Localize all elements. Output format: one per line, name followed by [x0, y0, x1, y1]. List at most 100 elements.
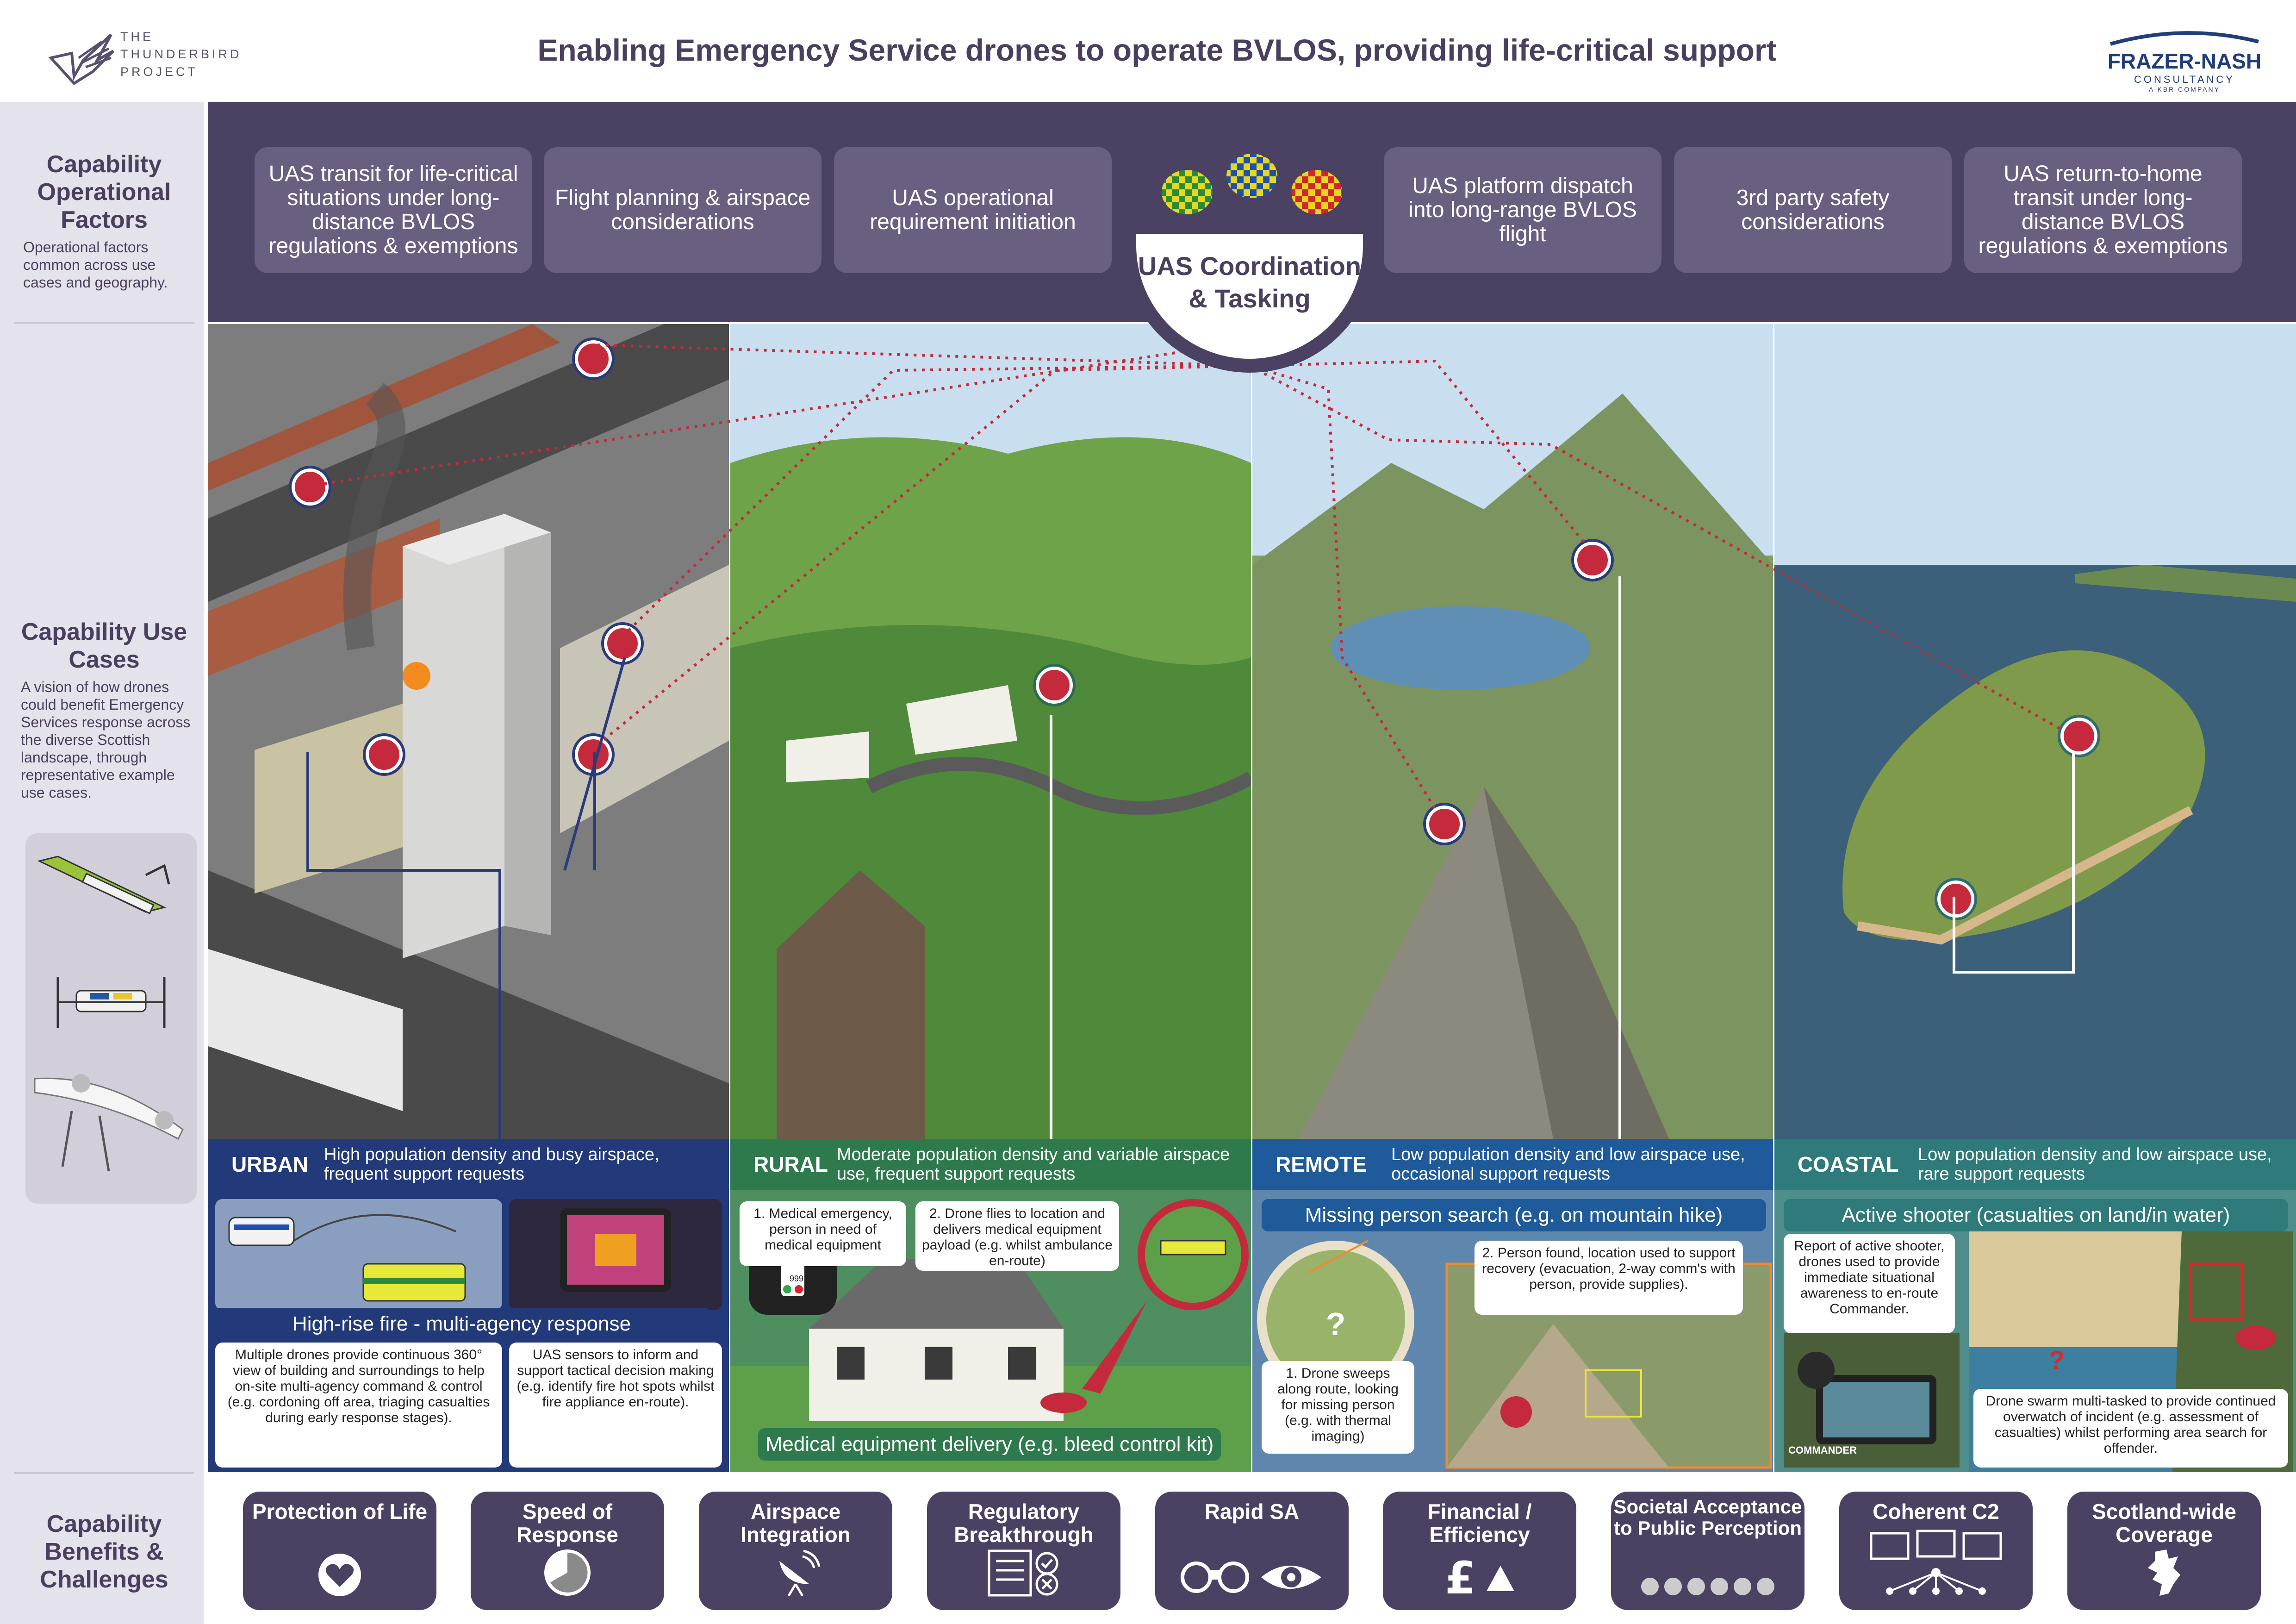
benefit-airspace-integration: Airspace Integration — [699, 1492, 892, 1610]
drone-pin-remote-2[interactable] — [1426, 806, 1463, 843]
urban-category-bar: URBAN High population density and busy a… — [208, 1139, 729, 1190]
benefit-label: Societal Acceptance to Public Perception — [1613, 1496, 1802, 1539]
benefit-financial-efficiency: Financial / Efficiency £ — [1383, 1492, 1576, 1610]
use-cases-desc: A vision of how drones could benefit Eme… — [21, 679, 191, 801]
coastal-detail-panel: Active shooter (casualties on land/in wa… — [1774, 1190, 2296, 1472]
benefit-societal-acceptance: Societal Acceptance to Public Perception — [1611, 1492, 1804, 1610]
factor-flight-planning: Flight planning & airspace consideration… — [544, 147, 821, 273]
page-title: Enabling Emergency Service drones to ope… — [537, 33, 1777, 67]
operational-factors-heading: Capability Operational Factors — [37, 151, 171, 233]
urban-thermal-tablet-image — [509, 1199, 722, 1310]
stopwatch-icon — [544, 1549, 591, 1596]
rural-callout-2: 2. Drone flies to location and delivers … — [915, 1201, 1119, 1271]
drone-pin-urban-1[interactable] — [292, 468, 329, 506]
remote-category-bar: REMOTE Low population density and low ai… — [1252, 1139, 1773, 1190]
checklist-icon — [988, 1549, 1058, 1597]
rural-scene — [730, 324, 1251, 1139]
remote-detail-panel: Missing person search (e.g. on mountain … — [1252, 1190, 1773, 1472]
rural-delivery-illustration — [730, 1199, 1251, 1472]
benefit-label: Protection of Life — [252, 1499, 428, 1524]
benefit-label: Scotland-wide Coverage — [2092, 1499, 2236, 1547]
coastal-illustration — [1774, 324, 2296, 1139]
drone-pin-urban-3[interactable] — [604, 625, 641, 662]
remote-illustration — [1252, 324, 1773, 1139]
drone-pin-coastal-2[interactable] — [1937, 881, 1974, 918]
svg-text:£: £ — [1445, 1552, 1476, 1598]
frazer-nash-sub: CONSULTANCY — [2134, 74, 2235, 85]
rural-name: RURAL — [753, 1152, 828, 1176]
rural-subtitle: Medical equipment delivery (e.g. bleed c… — [758, 1428, 1221, 1461]
benefit-label: Financial / Efficiency — [1427, 1499, 1532, 1547]
network-screens-icon — [1870, 1530, 2002, 1595]
heart-icon — [318, 1554, 361, 1596]
frazer-nash-sub2: A KBR COMPANY — [2149, 86, 2220, 93]
remote-scene — [1252, 324, 1773, 1139]
urban-vehicles-image — [215, 1199, 502, 1310]
factor-return-to-home: UAS return-to-home transit under long-di… — [1964, 147, 2242, 273]
thunderbird-logo-text: THE THUNDERBIRD PROJECT — [120, 30, 242, 79]
coastal-name: COASTAL — [1798, 1152, 1899, 1176]
benefits-heading: Capability Benefits & Challenges — [40, 1511, 168, 1593]
urban-desc: High population density and busy airspac… — [324, 1145, 660, 1184]
phone-999-text: 999 — [789, 1274, 804, 1283]
large-drone-icon — [34, 1074, 184, 1172]
drone-pin-rural[interactable] — [1036, 667, 1073, 704]
coastal-desc: Low population density and low airspace … — [1918, 1145, 2272, 1184]
frazer-nash-swoosh-icon — [2109, 31, 2259, 46]
rural-category-bar: RURAL Moderate population density and va… — [730, 1139, 1251, 1190]
urban-callout-left: Multiple drones provide continuous 360° … — [215, 1343, 502, 1468]
thermal-tablet-icon — [560, 1208, 671, 1292]
uas-hub-label: UAS Coordination & Tasking — [1138, 251, 1362, 313]
remote-desc: Low population density and low airspace … — [1391, 1145, 1745, 1184]
benefit-regulatory-breakthrough: Regulatory Breakthrough — [927, 1492, 1120, 1610]
benefit-scotland-wide-coverage: Scotland-wide Coverage — [2067, 1492, 2261, 1610]
urban-name: URBAN — [231, 1152, 309, 1176]
left-divider — [14, 1472, 194, 1474]
coastal-category-bar: COASTAL Low population density and low a… — [1774, 1139, 2296, 1190]
use-cases-heading: Capability Use Cases — [21, 618, 187, 673]
commander-label: COMMANDER — [1788, 1444, 1857, 1456]
factor-uas-transit: UAS transit for life-critical situations… — [255, 147, 532, 273]
benefit-protection-of-life: Protection of Life — [243, 1492, 436, 1610]
fixed-wing-drone-icon — [37, 856, 170, 914]
rural-desc: Moderate population density and variable… — [837, 1145, 1230, 1184]
coastal-callout-1: Report of active shooter, drones used to… — [1784, 1234, 1955, 1333]
frazer-nash-name: FRAZER-NASH — [2107, 49, 2262, 73]
quadcopter-drone-icon — [56, 977, 166, 1028]
urban-detail-panel: High-rise fire - multi-agency response M… — [208, 1190, 729, 1472]
question-mark-icon: ? — [1325, 1306, 1346, 1342]
coastal-callout-2: Drone swarm multi-tasked to provide cont… — [1973, 1389, 2288, 1468]
drone-types-panel — [25, 833, 197, 1204]
question-mark-icon: ? — [2048, 1345, 2065, 1374]
factor-platform-dispatch: UAS platform dispatch into long-range BV… — [1384, 147, 1661, 273]
scotland-map-icon — [2148, 1549, 2180, 1596]
urban-scene — [208, 324, 729, 1139]
benefit-coherent-c2: Coherent C2 — [1839, 1492, 2033, 1610]
benefit-label: Coherent C2 — [1873, 1499, 1999, 1524]
coastal-subtitle: Active shooter (casualties on land/in wa… — [1784, 1199, 2288, 1231]
thunderbird-bird-icon — [48, 33, 115, 85]
operational-factors-desc: Operational factors common across use ca… — [23, 239, 168, 291]
header: THE THUNDERBIRD PROJECT Enabling Emergen… — [0, 0, 2296, 102]
urban-subtitle: High-rise fire - multi-agency response — [213, 1308, 710, 1340]
drone-pin-remote-1[interactable] — [1574, 542, 1611, 579]
rural-callout-1: 1. Medical emergency, person in need of … — [740, 1201, 906, 1266]
benefit-label: Regulatory Breakthrough — [954, 1499, 1094, 1547]
remote-callout-2: 2. Person found, location used to suppor… — [1475, 1241, 1743, 1315]
benefit-speed-of-response: Speed of Response — [471, 1492, 664, 1610]
urban-callout-right: UAS sensors to inform and support tactic… — [509, 1343, 722, 1468]
pound-triangle-icon: £ — [1445, 1552, 1514, 1598]
remote-subtitle: Missing person search (e.g. on mountain … — [1262, 1199, 1766, 1231]
benefit-rapid-sa: Rapid SA — [1155, 1492, 1349, 1610]
battenburg-chequers-icon — [1162, 154, 1342, 214]
faces-icon — [1640, 1577, 1775, 1596]
rural-illustration — [730, 324, 1251, 1139]
left-divider — [14, 322, 194, 324]
remote-callout-1: 1. Drone sweeps along route, looking for… — [1262, 1361, 1414, 1454]
benefit-label: Speed of Response — [516, 1499, 618, 1547]
binoculars-eye-icon — [1181, 1562, 1321, 1593]
radar-dish-icon — [779, 1549, 821, 1597]
drone-pin-urban-4[interactable] — [366, 736, 403, 773]
drone-pin-coastal-1[interactable] — [2060, 718, 2097, 755]
rural-detail-panel: 999 1. Medical emergency, person in need… — [730, 1190, 1251, 1472]
